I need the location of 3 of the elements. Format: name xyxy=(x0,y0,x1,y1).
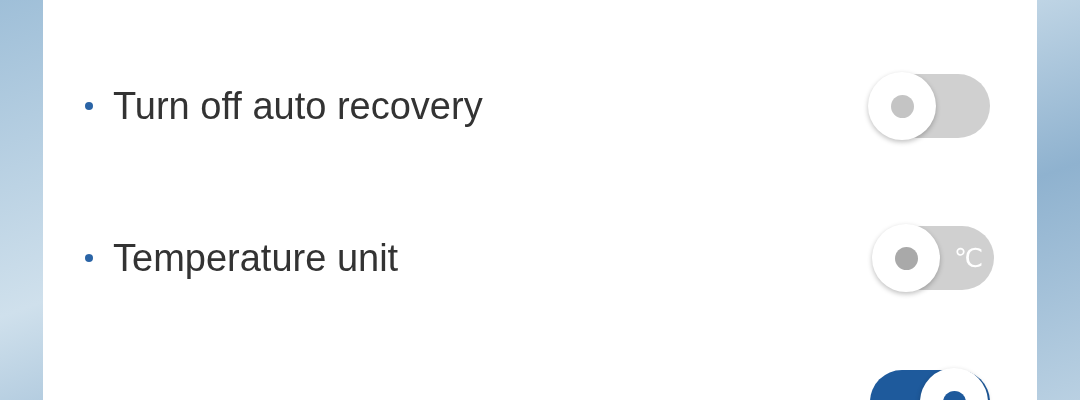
setting-label: Turn off auto recovery xyxy=(113,84,483,128)
setting-label: Temperature unit xyxy=(113,236,399,280)
unit-text: ℃ xyxy=(954,242,984,274)
